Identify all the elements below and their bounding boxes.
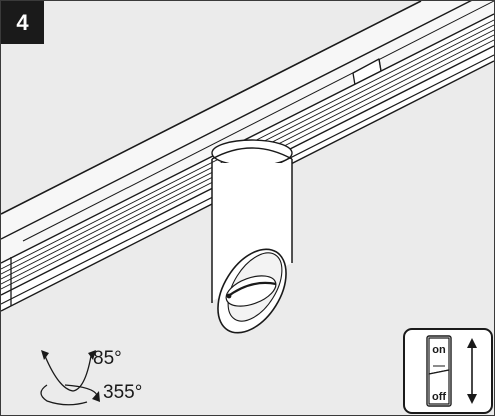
power-switch-panel: on off: [403, 328, 493, 414]
rocker-switch-icon: on off: [426, 335, 477, 407]
tilt-angle-icon: [41, 350, 96, 392]
rotation-angle-icon: [40, 384, 100, 406]
rotation-angle-label: 355°: [103, 382, 143, 403]
step-number-badge: 4: [1, 1, 44, 44]
switch-off-label: off: [432, 391, 446, 403]
spotlight-fixture: [211, 139, 293, 334]
tilt-angle-label: 85°: [93, 348, 122, 369]
up-down-arrow-icon: [467, 338, 477, 404]
switch-on-label: on: [432, 344, 446, 356]
